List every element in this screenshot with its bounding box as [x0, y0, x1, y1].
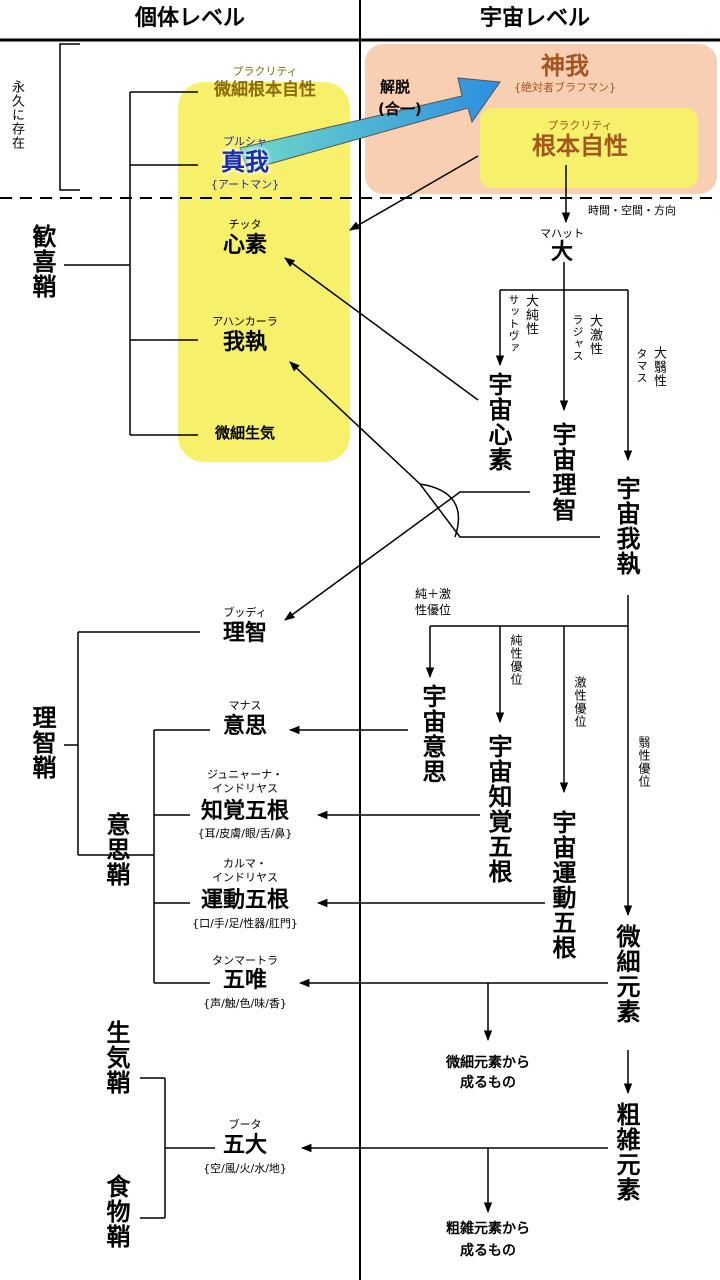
- cosmic-motor-label: 宇宙運動五根: [548, 810, 576, 960]
- jnanendriya-sub: {耳/皮膚/眼/舌/鼻}: [197, 827, 293, 840]
- food-sheath-label: 食物鞘: [102, 1174, 130, 1249]
- cosmic-ego-label: 宇宙我執: [612, 476, 640, 576]
- mahat-label: 大: [550, 240, 573, 265]
- jnanendriya-ruby1: ジュニャーナ・: [206, 768, 284, 781]
- subtle-elements-label: 微細元素: [612, 924, 640, 1024]
- intellect-sheath-label: 理智鞘: [28, 705, 56, 780]
- root-prakriti-label: 根本自性: [532, 132, 628, 160]
- mahat-ruby: マハット: [540, 227, 584, 240]
- from-subtle-line2: 成るもの: [460, 1075, 516, 1091]
- karmendriya-label: 運動五根: [200, 888, 289, 913]
- subtle-prakriti-ruby: プラクリティ: [232, 65, 298, 78]
- cosmic-senses-label: 宇宙知覚五根: [484, 734, 512, 884]
- mixed-dominant-line2: 性優位: [414, 603, 451, 617]
- jnanendriya-ruby2: インドリヤス: [212, 782, 278, 795]
- brahman-label: {絶対者ブラフマン}: [514, 81, 616, 94]
- bhuta-ruby: ブータ: [228, 1118, 262, 1131]
- atman-label: {アートマン}: [210, 178, 280, 191]
- individual-yellow-box: [178, 82, 350, 462]
- root-prakriti-ruby: プラクリティ: [547, 119, 613, 132]
- union-label: (合一): [378, 100, 422, 118]
- gross-elements-label: 粗雑元素: [612, 1102, 640, 1202]
- time-space-label: 時間・空間・方向: [588, 204, 676, 217]
- rajas-dominant-label: 激性優位: [573, 676, 587, 728]
- prana-sheath-label: 生気鞘: [102, 1020, 130, 1095]
- divine-self-label: 神我: [541, 52, 589, 80]
- sattva-dominant-label: 純性優位: [509, 634, 523, 686]
- lower-left-trees: [64, 631, 215, 1219]
- sattva-label: 大純性: [523, 294, 538, 336]
- buddhi-ruby: ブッディ: [223, 606, 267, 619]
- chitta-ruby: チッタ: [228, 218, 262, 231]
- tamas-label: 大翳性: [651, 346, 666, 388]
- cosmic-mind-label: 宇宙心素: [484, 372, 512, 472]
- jnanendriya-label: 知覚五根: [200, 799, 289, 824]
- cosmic-manas-label: 宇宙意思: [418, 684, 446, 784]
- karmendriya-ruby2: インドリヤス: [212, 871, 278, 884]
- chitta-label: 心素: [222, 233, 267, 258]
- liberation-label: 解脱: [380, 78, 411, 96]
- header-individual: 個体レベル: [134, 6, 245, 31]
- eternal-label: 永久に存在: [9, 80, 24, 150]
- rajas-label: 大激性: [587, 314, 602, 356]
- bhuta-label: 五大: [222, 1133, 267, 1158]
- tanmatra-sub: {声/触/色/味/香}: [203, 997, 287, 1010]
- manas-ruby: マナス: [228, 699, 262, 712]
- karmendriya-sub: {口/手/足/性器/肛門}: [192, 917, 298, 930]
- liberation-arrow: [239, 77, 501, 171]
- header-cosmic: 宇宙レベル: [479, 6, 590, 31]
- tamas-dominant-label: 翳性優位: [637, 736, 651, 788]
- bhuta-sub: {空/風/火/水/地}: [203, 1162, 287, 1175]
- sattva-ruby: サットヴァ: [507, 294, 520, 354]
- ahankara-ruby: アハンカーラ: [212, 315, 278, 328]
- tanmatra-label: 五唯: [222, 968, 267, 993]
- karmendriya-ruby1: カルマ・: [223, 857, 267, 870]
- cosmic-intellect-label: 宇宙理智: [548, 422, 576, 522]
- buddhi-label: 理智: [222, 621, 267, 646]
- manas-label: 意思: [222, 714, 267, 739]
- bliss-sheath-label: 歓喜鞘: [28, 224, 56, 299]
- from-subtle-line1: 微細元素から: [446, 1055, 530, 1071]
- eternal-bracket: [59, 43, 80, 191]
- from-gross-line2: 成るもの: [460, 1243, 516, 1259]
- purusha-ruby: プルシャ: [223, 135, 267, 148]
- ahankara-label: 我執: [222, 330, 267, 355]
- cosmic-yellow-box: [480, 108, 698, 188]
- subtle-prakriti-label: 微細根本自性: [214, 80, 316, 100]
- from-gross-line1: 粗雑元素から: [446, 1221, 530, 1237]
- subtle-prana-label: 微細生気: [214, 424, 275, 442]
- mixed-dominant-line1: 純＋激: [414, 587, 451, 601]
- bliss-sheath-tree: [64, 91, 198, 436]
- true-self-label: 真我: [221, 148, 269, 176]
- rajas-ruby: ラジャス: [571, 314, 584, 362]
- tamas-ruby: タマス: [635, 348, 648, 384]
- tanmatra-ruby: タンマートラ: [212, 954, 278, 967]
- mind-sheath-label: 意思鞘: [102, 812, 130, 887]
- cosmic-flow-lines: [284, 155, 633, 1214]
